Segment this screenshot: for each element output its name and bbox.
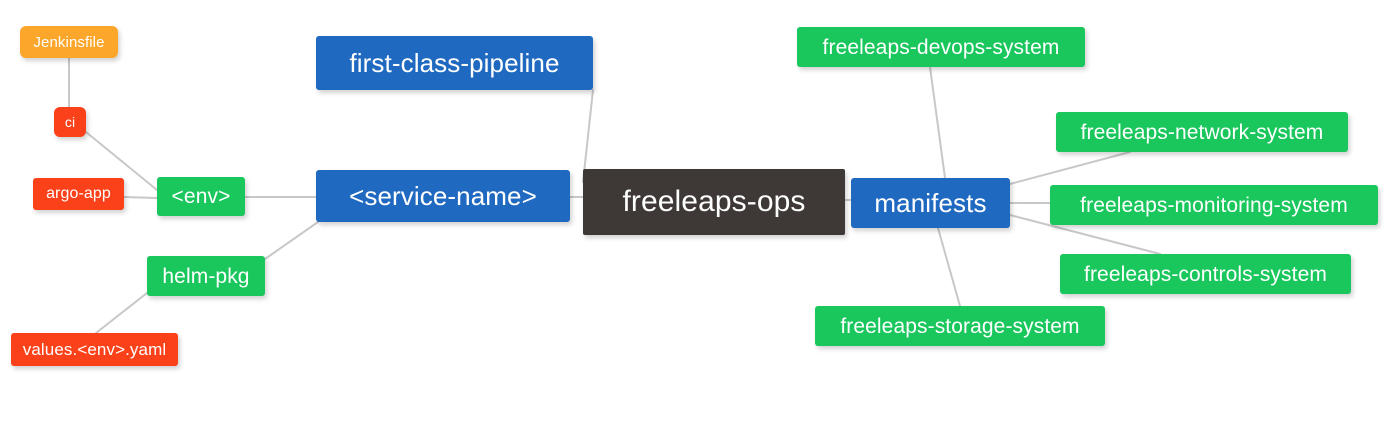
- node-freeleaps-storage-system[interactable]: freeleaps-storage-system: [815, 306, 1105, 346]
- node-values-env-yaml[interactable]: values.<env>.yaml: [11, 333, 178, 366]
- node-env[interactable]: <env>: [157, 177, 245, 216]
- node-freeleaps-network-system[interactable]: freeleaps-network-system: [1056, 112, 1348, 152]
- edge-manifests-devops: [929, 66, 946, 179]
- node-ci[interactable]: ci: [54, 107, 86, 137]
- node-argo-app[interactable]: argo-app: [33, 178, 124, 210]
- node-freeleaps-controls-system[interactable]: freeleaps-controls-system: [1060, 254, 1351, 294]
- edge-service-helm: [264, 221, 319, 260]
- node-freeleaps-ops[interactable]: freeleaps-ops: [583, 169, 845, 235]
- node-manifests[interactable]: manifests: [851, 178, 1010, 228]
- node-service-name[interactable]: <service-name>: [316, 170, 570, 222]
- node-freeleaps-devops-system[interactable]: freeleaps-devops-system: [797, 27, 1085, 67]
- node-freeleaps-monitoring-system[interactable]: freeleaps-monitoring-system: [1050, 185, 1378, 225]
- node-jenkinsfile[interactable]: Jenkinsfile: [20, 26, 118, 58]
- edge-helm-values: [95, 292, 148, 334]
- node-helm-pkg[interactable]: helm-pkg: [147, 256, 265, 296]
- edge-env-argo: [123, 196, 158, 199]
- edge-manifests-storage: [937, 227, 961, 307]
- node-first-class-pipeline[interactable]: first-class-pipeline: [316, 36, 593, 90]
- edge-manifests-network: [1009, 151, 1131, 185]
